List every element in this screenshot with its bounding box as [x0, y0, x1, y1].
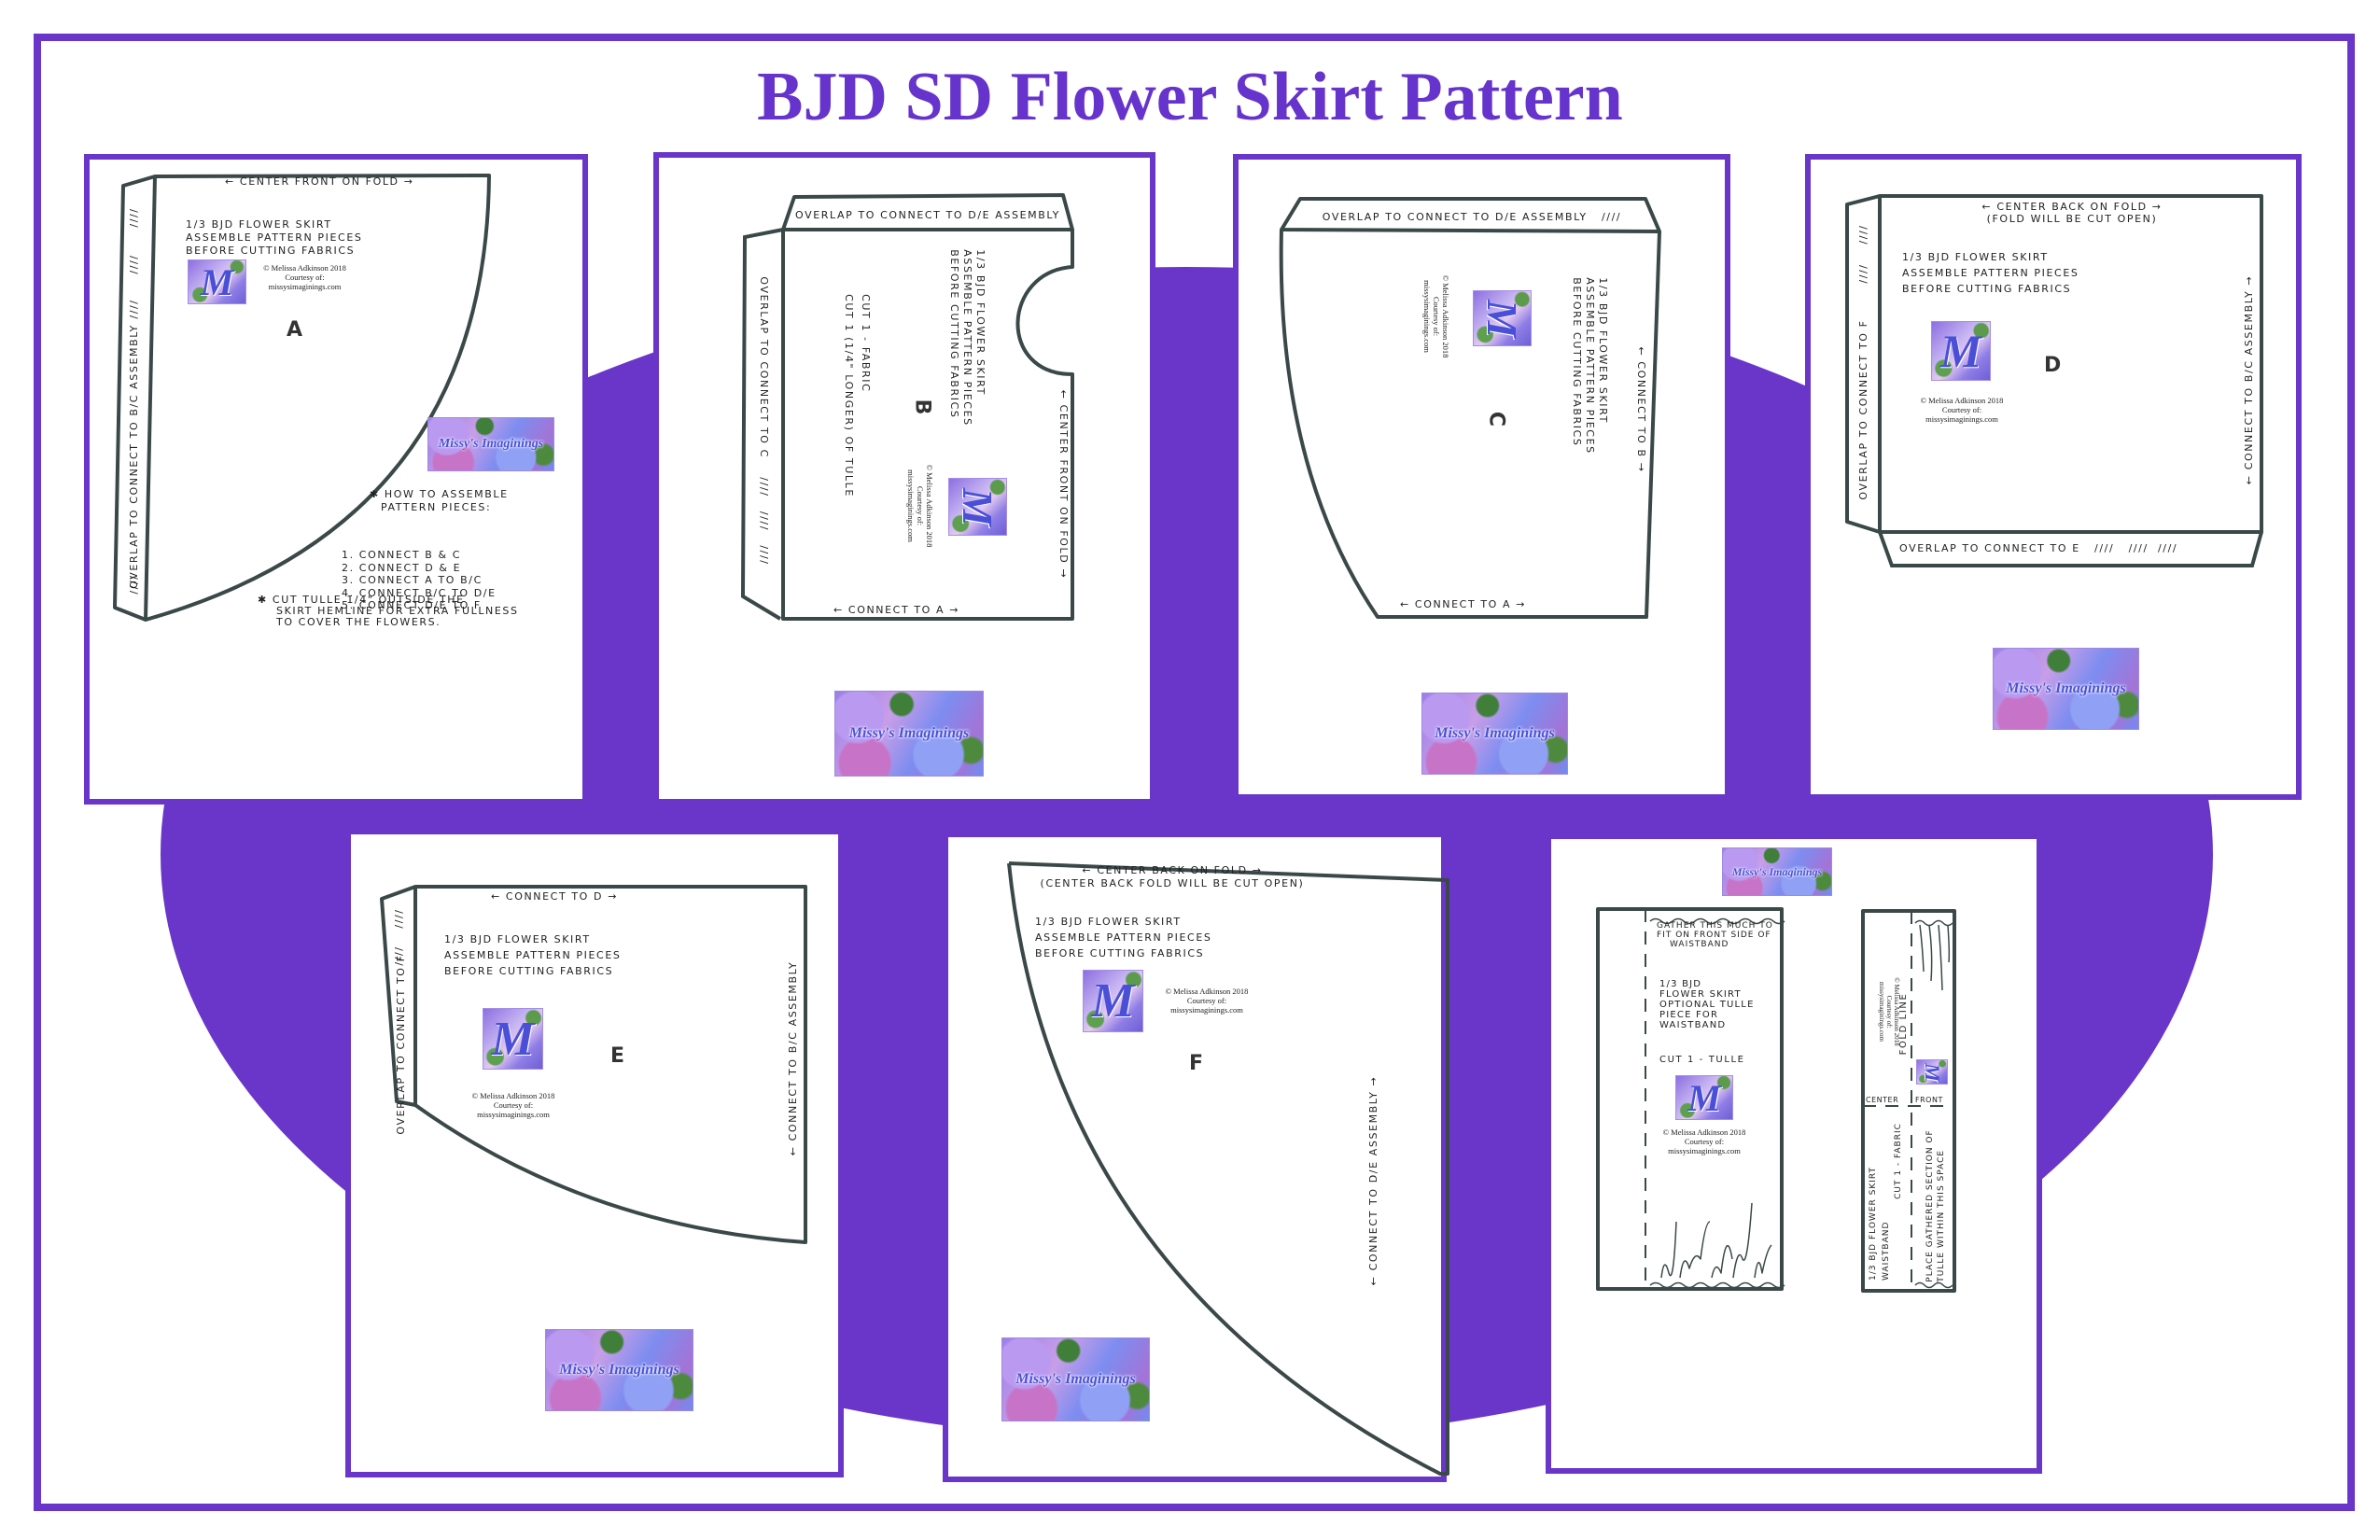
page-title: BJD SD Flower Skirt Pattern [757, 59, 1623, 135]
fold-label: ← CENTER BACK ON FOLD →(FOLD WILL BE CUT… [1981, 201, 2163, 225]
hash-mark: //// [1857, 224, 1869, 245]
piece-f-outline [1007, 861, 1449, 1476]
waistband-cut: CUT 1 - FABRIC [1894, 1123, 1903, 1199]
hash-mark: //// [1857, 263, 1869, 284]
pattern-piece-b: OVERLAP TO CONNECT TO D/E ASSEMBLY OVERL… [653, 152, 1155, 805]
center-label: CENTER [1866, 1096, 1899, 1104]
fold-label: ← CENTER FRONT ON FOLD → [1057, 389, 1070, 580]
monogram-logo: M [1473, 290, 1532, 346]
connect-label: ← CONNECT TO D/E ASSEMBLY → [1367, 1075, 1379, 1286]
monogram-logo: M [1083, 970, 1143, 1032]
piece-letter: B [910, 399, 934, 415]
piece-letter: C [1484, 411, 1508, 427]
flap-label: OVERLAP TO CONNECT TO E //// //// //// [1899, 542, 2178, 554]
step: 1. CONNECT B & C [342, 549, 462, 561]
piece-a-outline [113, 174, 491, 622]
connect-label: ← CONNECT TO B/C ASSEMBLY [787, 960, 799, 1156]
hash-mark: //// [128, 207, 140, 228]
missys-imaginings-logo: Missy's Imaginings [1001, 1337, 1150, 1421]
sheet-frame [34, 34, 2355, 1511]
pattern-piece-a: //// //// //// //// OVERLAP TO CONNECT T… [84, 154, 588, 805]
monogram-logo: M [483, 1008, 543, 1070]
piece-b-outline [740, 193, 1074, 621]
missys-imaginings-logo: Missy's Imaginings [427, 417, 554, 471]
monogram-logo: M [188, 259, 246, 304]
waistband-outline [1596, 907, 1956, 1293]
hash-mark: //// [128, 299, 140, 319]
missys-imaginings-logo: Missy's Imaginings [834, 691, 984, 777]
piece-letter: A [287, 318, 303, 342]
missys-imaginings-logo: Missy's Imaginings [1421, 693, 1568, 775]
side-label: OVERLAP TO CONNECT TO C //// //// //// [758, 276, 770, 566]
step: 3. CONNECT A TO B/C [342, 574, 483, 586]
piece-d-outline [1845, 194, 2263, 567]
missys-imaginings-logo: Missy's Imaginings [1993, 648, 2139, 730]
connect-label: ← CONNECT TO B/C ASSEMBLY → [2243, 274, 2255, 485]
hash-mark: //// [393, 908, 405, 929]
step: 4. CONNECT B/C TO D/E [342, 586, 497, 599]
side-label: OVERLAP TO CONNECT TO F [1857, 319, 1869, 500]
piece-e-outline [380, 885, 807, 1244]
piece-c-outline [1279, 197, 1661, 619]
piece-letter: E [610, 1044, 625, 1068]
piece-letter: F [1189, 1052, 1204, 1075]
hash-mark: //// [128, 254, 140, 274]
monogram-logo: M [1931, 321, 1991, 381]
pattern-piece-d: ← CENTER BACK ON FOLD →(FOLD WILL BE CUT… [1805, 154, 2302, 800]
connect-label: ← CONNECT TO B → [1635, 346, 1647, 473]
step: 5. CONNECT D/E TO F [342, 599, 482, 611]
tulle-cut: CUT 1 - TULLE [1659, 1055, 1745, 1065]
monogram-logo: M [948, 478, 1007, 536]
front-label: FRONT [1915, 1096, 1943, 1104]
connect-label: ← CONNECT TO A → [1400, 598, 1527, 610]
pattern-piece-f: ← CENTER BACK ON FOLD →(CENTER BACK FOLD… [943, 832, 1449, 1482]
connect-label: ← CONNECT TO A → [833, 604, 960, 616]
side-label: OVERLAP TO CONNECT TO F [395, 954, 407, 1135]
monogram-logo: M [1675, 1075, 1733, 1120]
fold-label: ← CENTER BACK ON FOLD →(CENTER BACK FOLD… [1040, 864, 1305, 889]
piece-letter: D [2044, 354, 2062, 377]
missys-imaginings-logo: Missy's Imaginings [545, 1329, 693, 1411]
connect-label: ← CONNECT TO D → [491, 890, 619, 903]
fold-label: ← CENTER FRONT ON FOLD → [225, 175, 414, 188]
step: 2. CONNECT D & E [342, 561, 462, 574]
flap-label: OVERLAP TO CONNECT TO D/E ASSEMBLY [795, 209, 1060, 221]
side-label: OVERLAP TO CONNECT TO B/C ASSEMBLY [128, 324, 140, 589]
monogram-logo: M [1916, 1059, 1948, 1085]
missys-imaginings-logo: Missy's Imaginings [1722, 847, 1832, 896]
pattern-piece-c: OVERLAP TO CONNECT TO D/E ASSEMBLY //// … [1233, 154, 1730, 800]
flap-label: OVERLAP TO CONNECT TO D/E ASSEMBLY //// [1322, 211, 1622, 223]
